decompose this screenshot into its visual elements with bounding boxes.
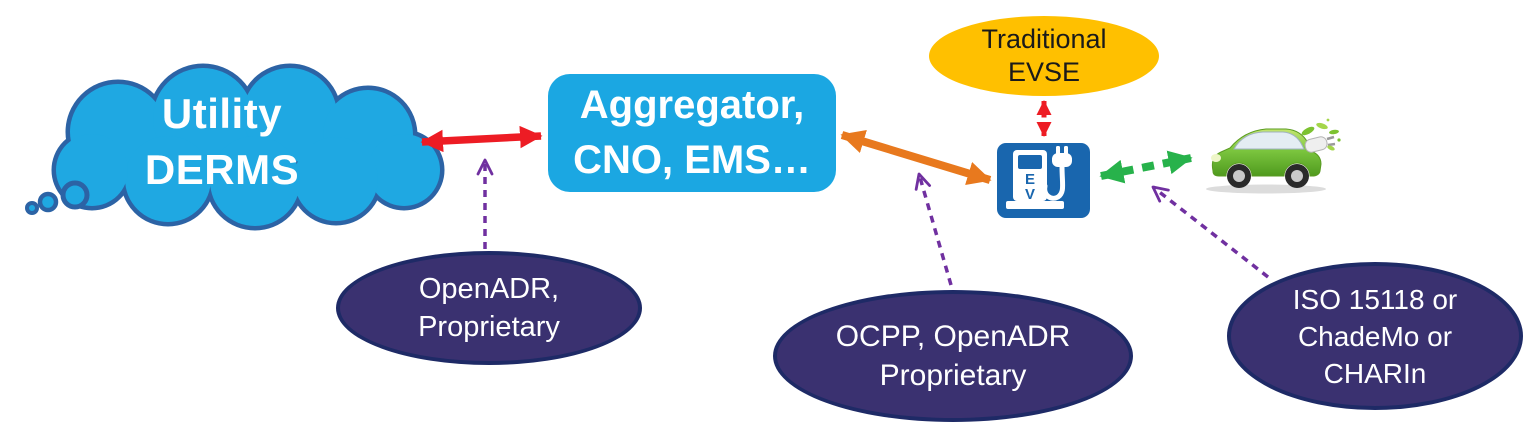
eco-leaves-icon — [1301, 118, 1341, 151]
thought-bubbles-icon — [25, 180, 90, 215]
station-vehicle-arrow — [1099, 150, 1193, 184]
ev-letter-v: V — [1025, 186, 1035, 203]
protocol-openadr-ellipse: OpenADR, Proprietary — [336, 251, 642, 365]
ev-car-icon — [1206, 118, 1341, 194]
traditional-evse-line2: EVSE — [1007, 57, 1081, 87]
protocol-openadr-line2: Proprietary — [418, 311, 560, 343]
aggregator-line2: CNO, EMS… — [573, 138, 811, 182]
ocpp-pointer-arrow — [914, 172, 953, 286]
protocol-ocpp-line1: OCPP, OpenADR — [835, 320, 1071, 353]
charging-plug-icon — [1304, 135, 1336, 153]
protocol-openadr-line1: OpenADR, — [418, 273, 560, 305]
aggregator-node: Aggregator, CNO, EMS… — [548, 74, 836, 192]
protocol-iso15118-line3: CHARIn — [1323, 357, 1427, 389]
utility-derms-cloud — [25, 63, 445, 231]
utility-aggregator-arrow — [420, 125, 543, 153]
protocol-ocpp-ellipse: OCPP, OpenADR Proprietary — [773, 290, 1133, 422]
protocol-ocpp-line2: Proprietary — [879, 359, 1027, 392]
ev-station-icon: E V — [997, 143, 1090, 218]
utility-derms-line2: DERMS — [144, 146, 300, 193]
utility-derms-line1: Utility — [161, 90, 283, 137]
traditional-evse-node: Traditional EVSE — [929, 16, 1159, 96]
aggregator-station-arrow — [840, 130, 992, 185]
protocol-iso15118-line2: ChadeMo or — [1297, 320, 1453, 352]
utility-derms-label: Utility DERMS — [67, 86, 377, 198]
iso-pointer-arrow — [1151, 185, 1270, 279]
aggregator-line1: Aggregator, — [579, 83, 805, 127]
protocol-iso15118-line1: ISO 15118 or — [1292, 283, 1458, 315]
traditional-evse-line1: Traditional — [981, 24, 1107, 54]
protocol-iso15118-ellipse: ISO 15118 or ChadeMo or CHARIn — [1227, 262, 1523, 410]
ev-letter-e: E — [1025, 171, 1035, 188]
